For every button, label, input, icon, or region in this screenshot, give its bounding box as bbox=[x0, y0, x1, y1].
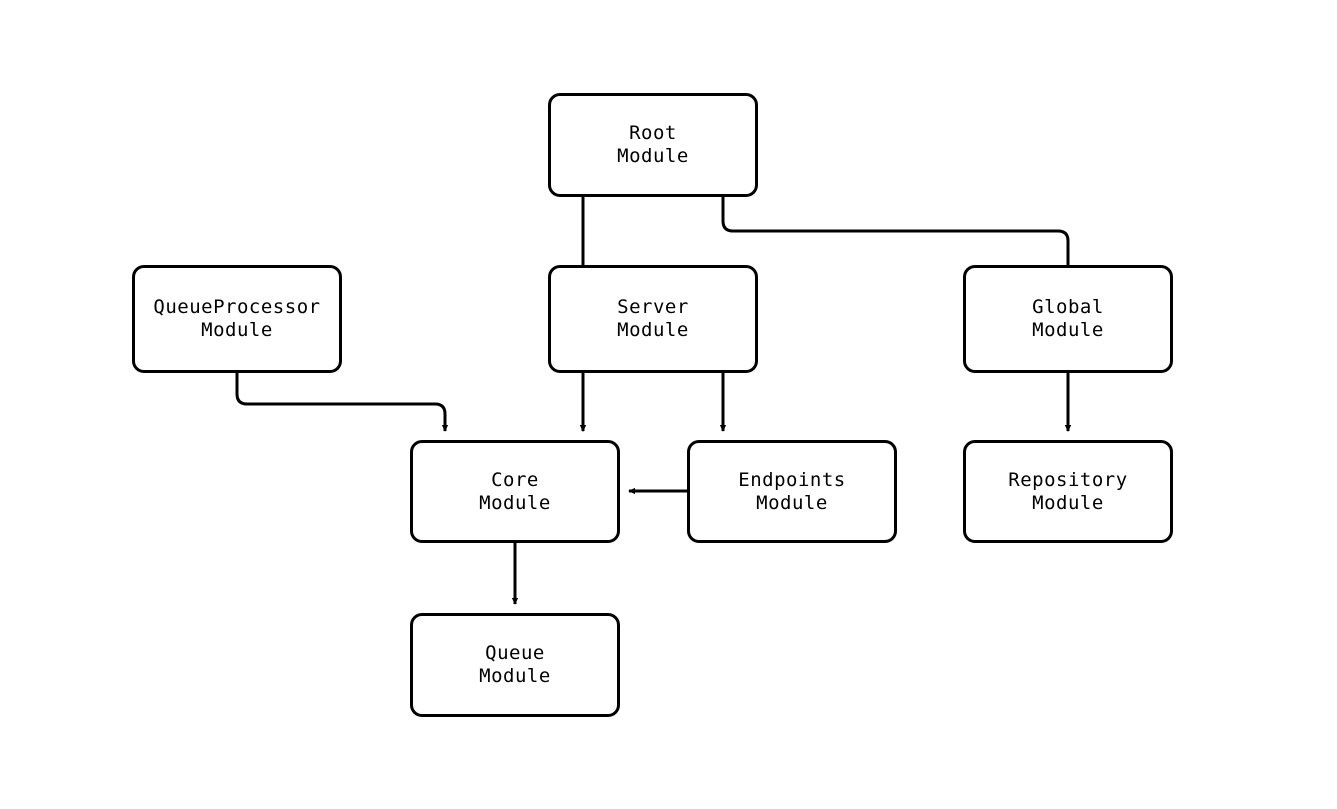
node-label-line1: Root bbox=[629, 122, 677, 144]
node-endpoints-module[interactable]: Endpoints Module bbox=[687, 440, 897, 543]
node-label-line2: Module bbox=[617, 145, 689, 167]
node-queueprocessor-module[interactable]: QueueProcessor Module bbox=[132, 265, 342, 373]
node-global-module[interactable]: Global Module bbox=[963, 265, 1173, 373]
node-core-module[interactable]: Core Module bbox=[410, 440, 620, 543]
node-label-line1: Global bbox=[1032, 296, 1104, 318]
node-label-line1: Core bbox=[491, 468, 539, 491]
edge-queueprocessor-core bbox=[235, 373, 449, 432]
node-label-line2: Module bbox=[756, 491, 828, 514]
node-label-line2: Module bbox=[201, 319, 273, 341]
node-label-line1: Endpoints bbox=[738, 468, 846, 491]
edge-root-global bbox=[721, 197, 1072, 432]
node-label-line1: Repository bbox=[1008, 468, 1128, 491]
node-label-line1: Server bbox=[617, 296, 689, 318]
node-label-line2: Module bbox=[1032, 491, 1104, 514]
node-label-line2: Module bbox=[617, 319, 689, 341]
node-server-module[interactable]: Server Module bbox=[548, 265, 758, 373]
node-label-line1: Queue bbox=[485, 642, 545, 664]
node-label-line2: Module bbox=[479, 665, 551, 687]
node-label-line2: Module bbox=[479, 491, 551, 514]
node-root-module[interactable]: Root Module bbox=[548, 93, 758, 197]
node-queue-module[interactable]: Queue Module bbox=[410, 613, 620, 717]
node-label-line1: QueueProcessor bbox=[153, 296, 321, 318]
node-repository-module[interactable]: Repository Module bbox=[963, 440, 1173, 543]
node-label-line2: Module bbox=[1032, 319, 1104, 341]
